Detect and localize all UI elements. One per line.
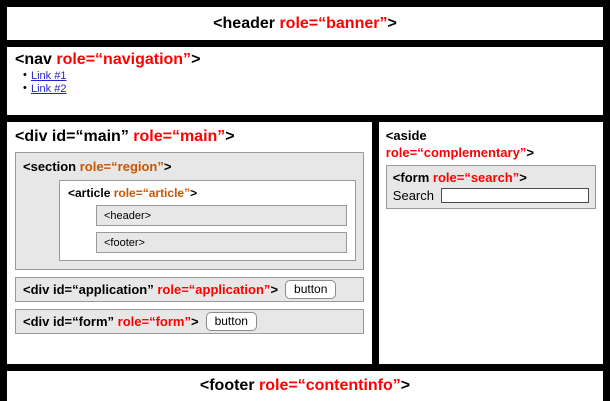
article-box: <article role=“article”> <header> <foote… <box>59 180 356 261</box>
article-header-box: <header> <box>96 205 347 226</box>
form-role-text: role=“form” <box>117 314 191 329</box>
list-item: Link #1 <box>23 69 603 83</box>
searchform-role-text: role=“search” <box>432 170 520 185</box>
footer-contentinfo-label: <footer role=“contentinfo”> <box>200 377 410 395</box>
nav-link-1[interactable]: Link #1 <box>31 70 67 82</box>
article-close-bracket: > <box>190 186 198 200</box>
search-form-title-label: <form role=“search”> <box>393 169 589 186</box>
header-tag-text: <header <box>213 14 280 32</box>
aside-close-bracket: > <box>526 145 534 160</box>
header-close-bracket: > <box>387 14 397 32</box>
application-role-text: role=“application” <box>157 282 271 297</box>
nav-title-label: <nav role=“navigation”> <box>15 50 603 69</box>
article-title-label: <article role=“article”> <box>68 185 347 201</box>
application-close-bracket: > <box>270 282 279 297</box>
nav-navigation-region: <nav role=“navigation”> Link #1 Link #2 <box>7 47 603 115</box>
form-button[interactable]: button <box>205 312 257 331</box>
aside-tag-text: <aside <box>385 128 427 143</box>
aside-role-text: role=“complementary” <box>385 145 527 160</box>
form-label: <div id=“form” role=“form”> <box>23 314 199 329</box>
search-input[interactable] <box>441 188 589 203</box>
main-region: <div id=“main” role=“main”> <section rol… <box>7 122 372 364</box>
section-region-box: <section role=“region”> <article role=“a… <box>15 152 364 270</box>
article-footer-box: <footer> <box>96 232 347 253</box>
header-banner-label: <header role=“banner”> <box>213 15 397 33</box>
nav-link-2[interactable]: Link #2 <box>31 83 67 95</box>
main-title-label: <div id=“main” role=“main”> <box>15 127 364 147</box>
nav-role-text: role=“navigation” <box>56 51 192 68</box>
search-form-box: <form role=“search”> Search <box>385 165 596 209</box>
form-close-bracket: > <box>190 314 199 329</box>
searchform-tag-text: <form <box>392 170 433 185</box>
application-label: <div id=“application” role=“application”… <box>23 282 278 297</box>
section-tag-text: <section <box>23 159 80 174</box>
nav-tag-text: <nav <box>15 51 57 68</box>
header-banner-region: <header role=“banner”> <box>7 7 603 40</box>
header-role-text: role=“banner” <box>279 14 388 32</box>
article-role-text: role=“article” <box>113 186 191 200</box>
footer-close-bracket: > <box>400 377 411 394</box>
search-label: Search <box>392 188 434 203</box>
form-region-box: <div id=“form” role=“form”> button <box>15 309 364 334</box>
main-close-bracket: > <box>225 128 235 145</box>
section-title-label: <section role=“region”> <box>23 158 356 175</box>
nav-close-bracket: > <box>191 51 201 68</box>
section-close-bracket: > <box>163 159 172 174</box>
searchform-close-bracket: > <box>519 170 527 185</box>
footer-role-text: role=“contentinfo” <box>259 377 401 394</box>
application-tag-text: <div id=“application” <box>23 282 158 297</box>
main-role-text: role=“main” <box>133 128 226 145</box>
form-tag-text: <div id=“form” <box>23 314 118 329</box>
middle-band: <div id=“main” role=“main”> <section rol… <box>7 122 603 364</box>
application-button[interactable]: button <box>285 280 337 299</box>
list-item: Link #2 <box>23 82 603 96</box>
footer-contentinfo-region: <footer role=“contentinfo”> <box>7 371 603 401</box>
nav-link-list: Link #1 Link #2 <box>15 69 603 96</box>
search-row: Search <box>393 188 589 203</box>
footer-tag-text: <footer <box>199 377 259 394</box>
article-tag-text: <article <box>68 186 114 200</box>
aside-title-label: <aside role=“complementary”> <box>386 127 596 161</box>
main-tag-text: <div id=“main” <box>15 128 134 145</box>
section-role-text: role=“region” <box>79 159 164 174</box>
column-divider <box>371 122 379 364</box>
application-region-box: <div id=“application” role=“application”… <box>15 277 364 302</box>
